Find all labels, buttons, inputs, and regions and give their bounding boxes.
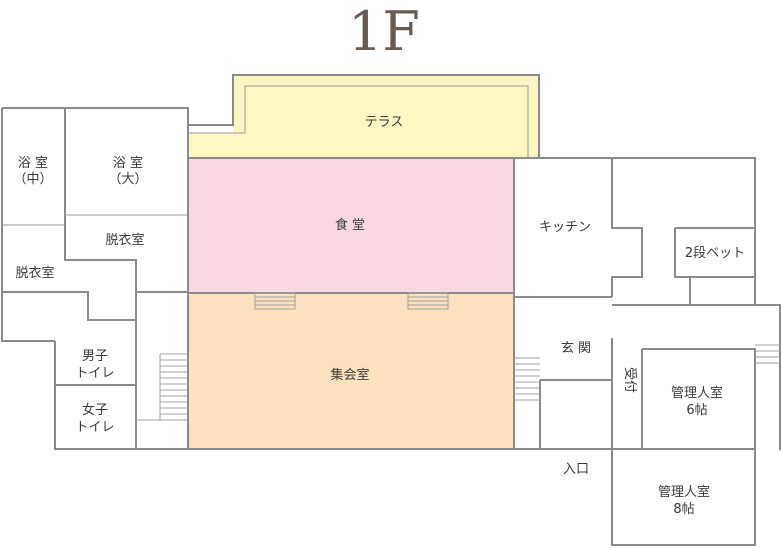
- room-label-changing-room-1: 脱衣室: [105, 232, 144, 248]
- room-label-mens-toilet-1: 男子: [82, 349, 108, 364]
- stairs-east: [755, 344, 780, 364]
- room-label-kitchen: キッチン: [539, 220, 591, 235]
- room-label-bath-medium-1: 浴 室: [18, 155, 48, 171]
- room-label-manager-room-6-1: 管理人室: [671, 385, 723, 401]
- room-label-dining-hall: 食 堂: [335, 217, 365, 233]
- stairs-assembly-right: [407, 292, 449, 310]
- floor-title: 1F: [348, 0, 420, 63]
- stairs-west: [136, 353, 188, 421]
- stairs-entrance: [514, 357, 540, 401]
- stairs-assembly-left: [254, 292, 296, 310]
- room-label-womens-toilet-2: トイレ: [75, 420, 114, 435]
- room-label-reception: 受付: [622, 367, 637, 393]
- dining-hall-area: [188, 158, 514, 293]
- terrace-outline: [188, 74, 540, 158]
- room-label-manager-room-8-2: 8帖: [673, 502, 694, 517]
- room-label-changing-room-2: 脱衣室: [15, 265, 54, 281]
- terrace-area: [188, 75, 539, 158]
- room-label-bath-large-1: 浴 室: [113, 155, 143, 171]
- room-label-assembly-hall: 集会室: [330, 367, 369, 383]
- room-label-bath-medium-2: （中）: [13, 172, 52, 187]
- room-label-manager-room-6-2: 6帖: [686, 403, 707, 418]
- room-label-entrance-hall: 玄 関: [561, 341, 591, 356]
- west-wing-partitions: [2, 108, 189, 449]
- assembly-hall-area: [188, 293, 514, 449]
- room-label-entrance: 入口: [563, 462, 589, 477]
- terrace-inner-rail: [188, 85, 529, 158]
- room-label-manager-room-8-1: 管理人室: [658, 484, 710, 500]
- room-label-mens-toilet-2: トイレ: [75, 366, 114, 381]
- room-label-womens-toilet-1: 女子: [82, 402, 108, 418]
- room-label-terrace: テラス: [365, 115, 404, 130]
- building-walls: [1, 107, 781, 546]
- room-label-bunk-bed: 2段ベット: [685, 246, 745, 261]
- room-label-bath-large-2: （大）: [108, 172, 147, 187]
